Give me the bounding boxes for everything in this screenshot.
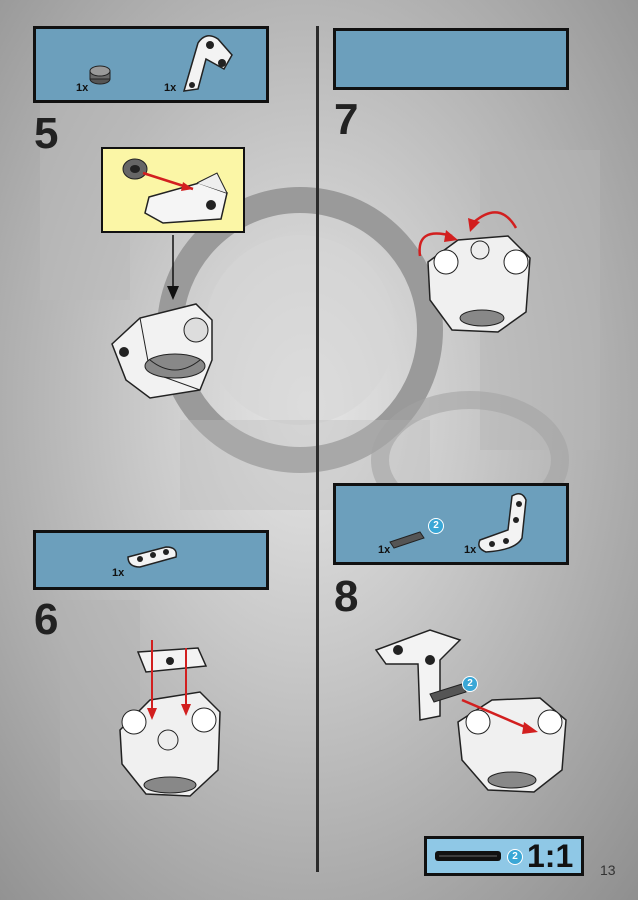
step8-parts-box: 2 1x 1x	[333, 483, 569, 565]
qty-axle: 1x	[378, 544, 391, 556]
step-number-5: 5	[34, 109, 59, 158]
qty-liftarm: 1x	[112, 567, 125, 579]
step5-parts-box: 1x 1x	[33, 26, 269, 103]
qty-angled-beam: 1x	[164, 82, 177, 94]
axle-part	[389, 531, 425, 549]
scale-length-badge: 2	[507, 849, 523, 865]
column-divider	[316, 26, 319, 872]
l-beam-part	[478, 493, 527, 553]
step-number-8: 8	[334, 572, 359, 621]
step7-parts-box	[333, 28, 569, 90]
qty-l-beam: 1x	[464, 544, 477, 556]
step-number-6: 6	[34, 595, 59, 644]
subassembly-drawing	[122, 158, 228, 224]
axle-scale-icon	[435, 851, 501, 861]
step6-parts-box: 1x	[33, 530, 269, 590]
page-number: 13	[600, 862, 616, 878]
scale-ratio: 1:1	[527, 838, 574, 874]
axle-length-badge: 2	[428, 518, 444, 534]
qty-bush: 1x	[76, 82, 89, 94]
step-number-7: 7	[334, 95, 359, 144]
liftarm-part	[127, 546, 178, 568]
step8-axle-badge: 2	[462, 676, 478, 692]
scale-reference-box: 2 1:1	[424, 836, 584, 876]
angled-beam-part	[182, 35, 233, 92]
bush-part	[89, 65, 111, 85]
step5-subassembly-box	[101, 147, 245, 233]
